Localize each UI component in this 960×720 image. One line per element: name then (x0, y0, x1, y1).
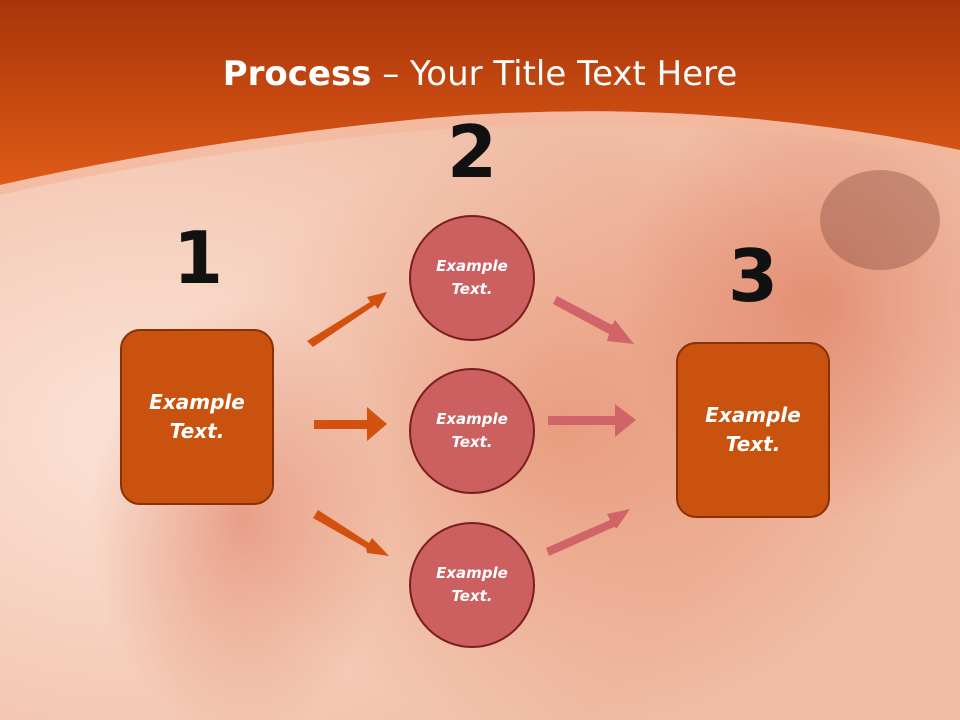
step-3-text: Example Text. (705, 403, 801, 456)
title-bold: Process (222, 54, 372, 94)
step-3-box: Example Text. (676, 342, 830, 518)
slide-title: Process – Your Title Text Here (0, 52, 960, 96)
step-2-circle-top: Example Text. (409, 215, 535, 341)
step-2-text-middle: Example Text. (436, 410, 508, 451)
title-rest: – Your Title Text Here (371, 54, 738, 94)
step-2-circle-middle: Example Text. (409, 368, 535, 494)
step-2-text-bottom: Example Text. (436, 564, 508, 605)
step-number-2: 2 (446, 110, 498, 194)
step-number-3: 3 (727, 234, 779, 318)
step-2-text-top: Example Text. (436, 257, 508, 298)
step-number-1: 1 (172, 216, 224, 300)
arrow-right-middle (548, 404, 636, 437)
step-2-circle-bottom: Example Text. (409, 522, 535, 648)
step-1-box: Example Text. (120, 329, 274, 505)
step-1-text: Example Text. (149, 390, 245, 443)
arrow-right-down (546, 509, 630, 556)
arrow-left-down (313, 510, 389, 556)
arrow-left-up (307, 292, 387, 347)
arrow-right-up (553, 296, 634, 344)
arrow-left-middle (314, 407, 387, 441)
